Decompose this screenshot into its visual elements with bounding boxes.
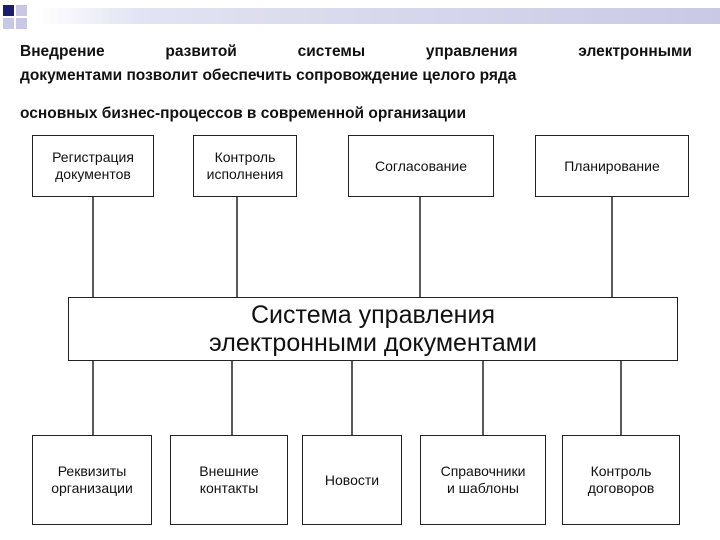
box-label: Справочники и шаблоны <box>440 463 526 496</box>
box-label: Реквизиты организации <box>51 463 133 496</box>
bottom-box-external-contacts: Внешние контакты <box>170 435 288 525</box>
box-label: Внешние контакты <box>199 463 259 496</box>
slide-decoration <box>0 0 720 36</box>
top-box-registration: Регистрация документов <box>32 135 154 197</box>
box-label: Планирование <box>564 157 660 174</box>
box-label: Согласование <box>375 157 467 174</box>
deco-square-dark <box>3 5 14 16</box>
intro-word: развитой <box>165 43 237 60</box>
deco-gradient-bar <box>36 8 720 24</box>
deco-square-light <box>16 5 27 16</box>
box-label: Контроль исполнения <box>206 149 284 182</box>
intro-word: электронными <box>578 43 692 60</box>
deco-square-light <box>16 18 27 29</box>
bottom-box-news: Новости <box>302 435 402 525</box>
top-box-approval: Согласование <box>348 135 494 197</box>
box-label: Контроль договоров <box>587 463 655 496</box>
top-box-execution-control: Контроль исполнения <box>193 135 297 197</box>
intro-line-2: документами позволит обеспечить сопровож… <box>20 67 517 84</box>
intro-line-1: Внедрение развитой системы управления эл… <box>20 40 692 64</box>
intro-text: Внедрение развитой системы управления эл… <box>20 40 692 122</box>
bottom-box-requisites: Реквизиты организации <box>32 435 152 525</box>
intro-word: управления <box>425 43 518 60</box>
intro-word: Внедрение <box>20 43 105 60</box>
box-label: Регистрация документов <box>52 149 134 182</box>
center-system-box: Система управления электронными документ… <box>68 297 678 361</box>
bottom-box-contracts-control: Контроль договоров <box>562 435 680 525</box>
box-label: Новости <box>324 471 380 488</box>
intro-word: системы <box>297 43 366 60</box>
bottom-box-directories: Справочники и шаблоны <box>420 435 546 525</box>
top-box-planning: Планирование <box>535 135 689 197</box>
intro-line-3: основных бизнес-процессов в современной … <box>20 105 466 122</box>
deco-square-light <box>3 18 14 29</box>
